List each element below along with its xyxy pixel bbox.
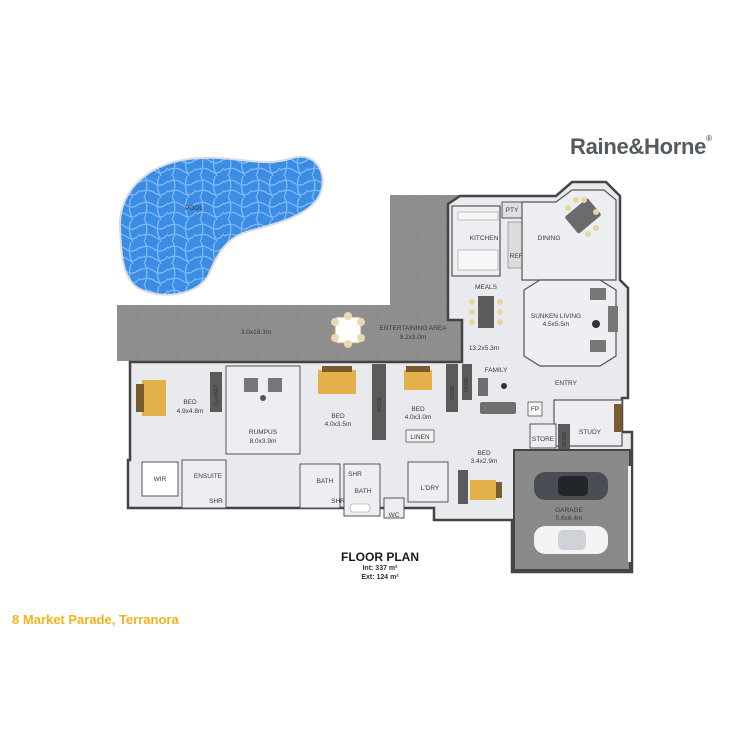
garage: GARAGE 5.6x6.4m (513, 449, 631, 571)
closet: CLOSET (210, 372, 222, 412)
rumpus-label: RUMPUS (249, 429, 278, 436)
wir: WIR (141, 461, 179, 497)
study-label: STUDY (579, 429, 602, 436)
closet-label: CLOSET (214, 383, 220, 406)
brand-mark: ® (706, 134, 712, 143)
rumpus-dims: 8.0x3.9m (250, 438, 277, 445)
external-area: Ext: 124 m² (361, 574, 399, 581)
fireplace-label: FP (531, 406, 539, 413)
bath-2: SHR BATH (343, 463, 381, 517)
internal-area: Int: 337 m² (362, 565, 398, 572)
sunken-living: SUNKEN LIVING 4.5x5.5m (523, 279, 618, 367)
rumpus: RUMPUS 8.0x3.9m (225, 365, 301, 455)
bath2-shower-label: SHR (348, 471, 362, 478)
bed3-robe: ROBE (446, 364, 458, 412)
study: STUDY (553, 399, 623, 447)
family-label: FAMILY (485, 367, 508, 374)
bath-1: BATH SHR (299, 463, 345, 509)
bed3-dims: 4.0x3.0m (405, 414, 432, 421)
meals-label: MEALS (475, 284, 498, 291)
bed4-dims: 3.4x2.9m (471, 458, 498, 465)
brand-name: Raine&Horne (570, 134, 707, 159)
ensuite-label: ENSUITE (194, 473, 223, 480)
entertaining-label: ENTERTAINING AREA (380, 325, 448, 332)
bath2-label: BATH (355, 488, 372, 495)
garage-label: GARAGE (555, 507, 583, 514)
wir-label: WIR (154, 476, 167, 483)
bed2-dims: 4.0x3.5m (325, 421, 352, 428)
entertaining-dims: 9.2x3.0m (400, 334, 427, 341)
sunken-living-dims: 4.5x5.5m (543, 321, 570, 328)
store-label: STORE (532, 436, 555, 443)
bed-2: BED 4.0x3.5m (318, 366, 356, 428)
ensuite-shower-label: SHR (209, 498, 223, 505)
bed3-robe-label: ROBE (450, 384, 456, 400)
entry-label: ENTRY (555, 380, 578, 387)
bed1-label: BED (183, 399, 197, 406)
store: STORE (529, 423, 557, 449)
dining-table (565, 197, 601, 237)
brand-logo: Raine&Horne® (570, 134, 712, 160)
linen-label: LINEN (410, 434, 429, 441)
deck-dims: 3.0x18.3m (241, 329, 271, 336)
pantry-label: PTY (506, 207, 519, 214)
family-dims: 13.2x5.3m (469, 345, 499, 352)
linen: LINEN (405, 429, 435, 443)
family-robe-label: ROBE (464, 376, 470, 392)
bed-4: BED 3.4x2.9m (458, 450, 502, 504)
bath1-label: BATH (317, 478, 334, 485)
pool: POOL (118, 155, 324, 296)
family: 13.2x5.3m FAMILY ROBE (462, 345, 516, 414)
bed-3: BED 4.0x3.0m (404, 366, 432, 421)
property-address: 8 Market Parade, Terranora (12, 612, 179, 627)
dining: DINING (521, 189, 617, 281)
bed4-label: BED (477, 450, 491, 457)
wc: WC (383, 497, 405, 519)
fridge-label: REF (510, 253, 523, 260)
kitchen: KITCHEN PTY REF (451, 201, 523, 277)
car-white (534, 526, 608, 554)
meals: MEALS (469, 284, 503, 328)
bath1-shower-label: SHR (331, 498, 345, 505)
floor-plan-title: FLOOR PLAN (341, 550, 419, 564)
outdoor-table (331, 312, 365, 348)
laundry: L'DRY (407, 461, 449, 503)
bed-1: BED 4.9x4.8m (136, 380, 203, 416)
bed2-robe: ROBE (372, 364, 386, 440)
bed1-dims: 4.9x4.8m (177, 408, 204, 415)
wc-label: WC (389, 512, 400, 519)
car-dark (534, 472, 608, 500)
fireplace: FP (527, 401, 543, 417)
bed3-label: BED (411, 406, 425, 413)
store-robe-label: ROBE (562, 431, 568, 447)
garage-dims: 5.6x6.4m (556, 515, 583, 522)
bed2-robe-label: ROBE (377, 396, 383, 412)
store-robe: ROBE (558, 424, 570, 452)
dining-label: DINING (538, 235, 561, 242)
bed2-label: BED (331, 413, 345, 420)
sunken-living-label: SUNKEN LIVING (531, 313, 581, 320)
laundry-label: L'DRY (421, 485, 440, 492)
ensuite: ENSUITE SHR (181, 459, 227, 509)
pool-label: POOL (185, 205, 203, 212)
kitchen-label: KITCHEN (470, 235, 499, 242)
